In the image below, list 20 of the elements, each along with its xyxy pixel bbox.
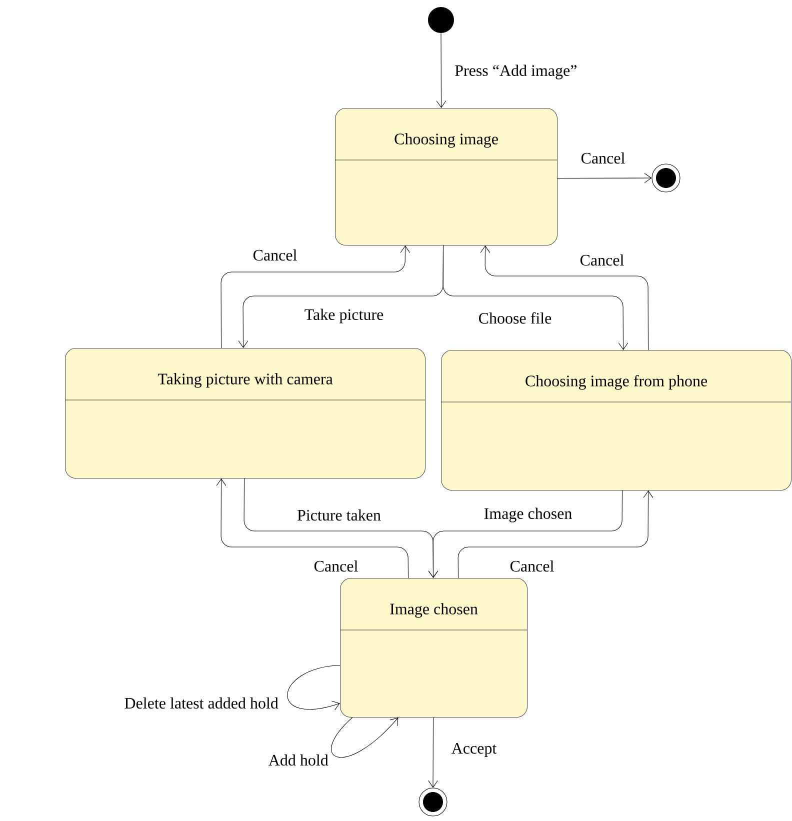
- edge-label: Cancel: [510, 560, 554, 572]
- edge-label: Picture taken: [297, 509, 381, 521]
- final-state: [418, 788, 448, 816]
- edge-label: Image chosen: [484, 508, 572, 522]
- state-box: Choosing image: [334, 108, 558, 246]
- edge-label: Cancel: [581, 152, 625, 164]
- edge-label: Cancel: [580, 254, 624, 266]
- state-box: Taking picture with camera: [64, 348, 426, 479]
- initial-state: [428, 7, 454, 33]
- edge-label: Choose file: [478, 312, 552, 324]
- edge-label: Press “Add image”: [455, 64, 576, 80]
- edge-label: Accept: [452, 743, 497, 757]
- edge-label: Delete latest added hold: [124, 697, 278, 709]
- edge-label: Cancel: [253, 249, 297, 261]
- edge-label: Cancel: [314, 560, 358, 572]
- state-box: Choosing image from phone: [440, 350, 792, 491]
- edge-label: Take picture: [304, 308, 384, 324]
- edge-label: Add hold: [268, 754, 328, 766]
- state-box: Image chosen: [340, 578, 528, 718]
- final-state: [652, 164, 680, 192]
